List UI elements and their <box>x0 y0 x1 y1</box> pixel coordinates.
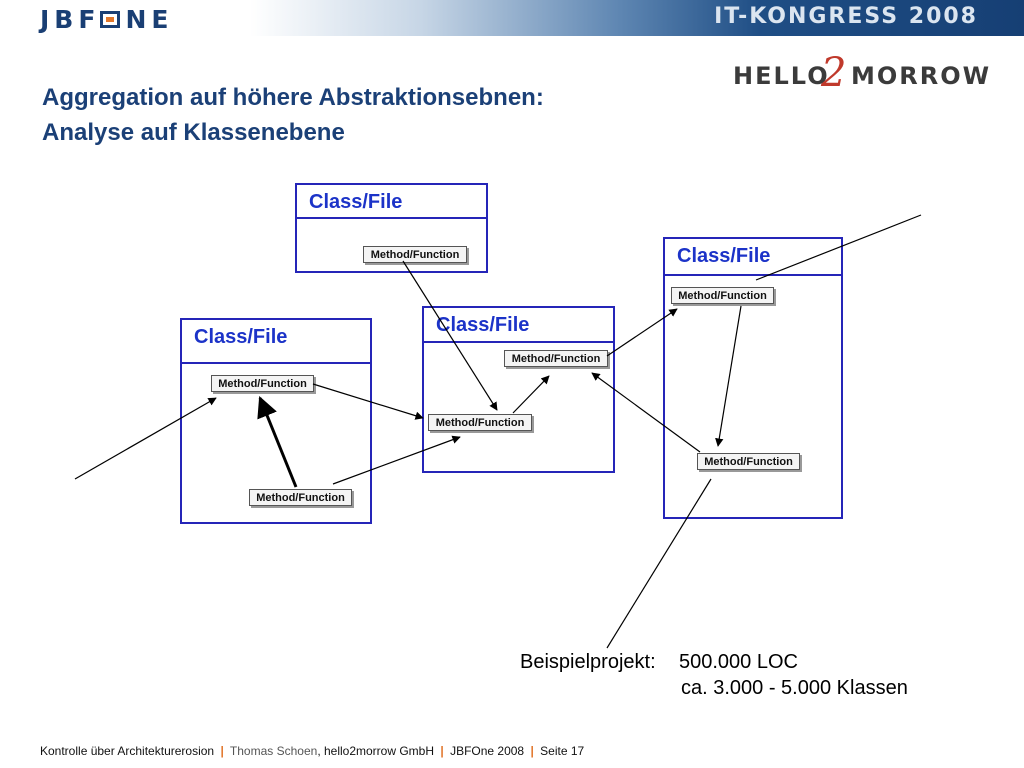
method-box: Method/Function <box>249 489 352 506</box>
class-divider <box>424 341 613 343</box>
arrow <box>606 478 712 649</box>
footer-topic: Kontrolle über Architekturerosion <box>40 744 215 758</box>
footer-author: Thomas Schoen <box>229 744 318 758</box>
slide-title: Aggregation auf höhere Abstraktionsebnen… <box>42 80 544 150</box>
hello2morrow-logo: HELLO 2 MORROW <box>733 50 989 100</box>
partner-logo-part2: 2 <box>821 50 847 96</box>
class-divider <box>182 362 370 364</box>
footer-company: , hello2morrow GmbH <box>317 744 435 758</box>
event-title: IT-KONGRESS 2008 <box>714 4 978 29</box>
class-box-left: Class/File Method/Function Method/Functi… <box>180 318 372 524</box>
note-loc: 500.000 LOC <box>679 651 798 673</box>
class-divider <box>297 217 486 219</box>
class-title: Class/File <box>677 245 771 267</box>
partner-logo-part1: HELLO <box>733 62 830 90</box>
arrow <box>591 372 701 453</box>
method-box: Method/Function <box>671 287 774 304</box>
class-box-right: Class/File Method/Function Method/Functi… <box>663 237 843 519</box>
class-divider <box>665 274 841 276</box>
footer-separator: | <box>220 744 224 758</box>
arrow <box>402 260 498 411</box>
method-box: Method/Function <box>363 246 467 263</box>
class-box-top: Class/File Method/Function <box>295 183 488 273</box>
method-box: Method/Function <box>697 453 800 470</box>
method-box: Method/Function <box>504 350 608 367</box>
note-label: Beispielprojekt: <box>520 651 656 673</box>
class-title: Class/File <box>194 326 288 348</box>
logo-o-icon <box>100 10 121 28</box>
arrow <box>512 375 550 414</box>
title-line-2: Analyse auf Klassenebene <box>42 119 345 146</box>
footer-event: JBFOne 2008 <box>450 744 525 758</box>
method-box: Method/Function <box>211 375 314 392</box>
arrow <box>606 308 678 357</box>
class-title: Class/File <box>436 314 530 336</box>
arrow <box>257 396 298 488</box>
method-box: Method/Function <box>428 414 532 431</box>
arrow <box>715 305 742 447</box>
partner-logo-part3: MORROW <box>851 62 992 90</box>
logo-text-prefix: JBF <box>40 4 101 34</box>
arrow <box>312 383 424 420</box>
class-title: Class/File <box>309 191 403 213</box>
footer-separator: | <box>440 744 444 758</box>
jbfone-logo: JBF NE <box>40 4 174 34</box>
footer-separator: | <box>530 744 534 758</box>
arrow <box>332 435 461 485</box>
footer-page: Seite 17 <box>540 744 585 758</box>
footer: Kontrolle über Architekturerosion | Thom… <box>40 744 584 758</box>
logo-text-suffix: NE <box>125 4 174 34</box>
arrow <box>74 397 217 480</box>
class-box-center: Class/File Method/Function Method/Functi… <box>422 306 615 473</box>
title-line-1: Aggregation auf höhere Abstraktionsebnen… <box>42 84 544 111</box>
header-bar <box>0 0 1024 36</box>
arrow <box>755 214 922 281</box>
note-classes: ca. 3.000 - 5.000 Klassen <box>681 677 908 699</box>
